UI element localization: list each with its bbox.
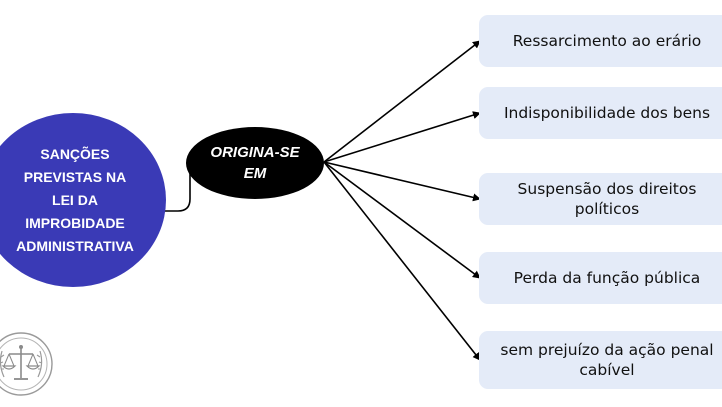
arrow-to-branch-perda xyxy=(323,161,481,279)
branch-label: Perda da função pública xyxy=(513,269,701,287)
branch-label: sem prejuízo da ação penal cabível xyxy=(500,341,714,379)
hub-node: ORIGINA-SE EM xyxy=(186,127,324,199)
hub-node-label: ORIGINA-SE EM xyxy=(210,144,300,182)
branch-label: Suspensão dos direitos políticos xyxy=(517,180,697,218)
root-node: SANÇÕES PREVISTAS NA LEI DA IMPROBIDADE … xyxy=(0,113,166,287)
branch-node-indisponibilidade: Indisponibilidade dos bens xyxy=(479,87,722,139)
branch-label: Indisponibilidade dos bens xyxy=(503,104,711,122)
arrow-to-branch-suspensao xyxy=(323,161,481,202)
branch-label: Ressarcimento ao erário xyxy=(512,32,702,50)
arrow-to-branch-indisponibilidade xyxy=(323,111,481,163)
branch-node-suspensao: Suspensão dos direitos políticos xyxy=(479,173,722,225)
branch-node-perda: Perda da função pública xyxy=(479,252,722,304)
arrow-to-branch-ressarcimento xyxy=(323,40,481,163)
justice-scales-seal-icon xyxy=(0,332,53,396)
branch-node-acao-penal: sem prejuízo da ação penal cabível xyxy=(479,331,722,389)
branch-node-ressarcimento: Ressarcimento ao erário xyxy=(479,15,722,67)
arrow-to-branch-acao-penal xyxy=(323,161,481,361)
root-node-label: SANÇÕES PREVISTAS NA LEI DA IMPROBIDADE … xyxy=(16,145,134,254)
